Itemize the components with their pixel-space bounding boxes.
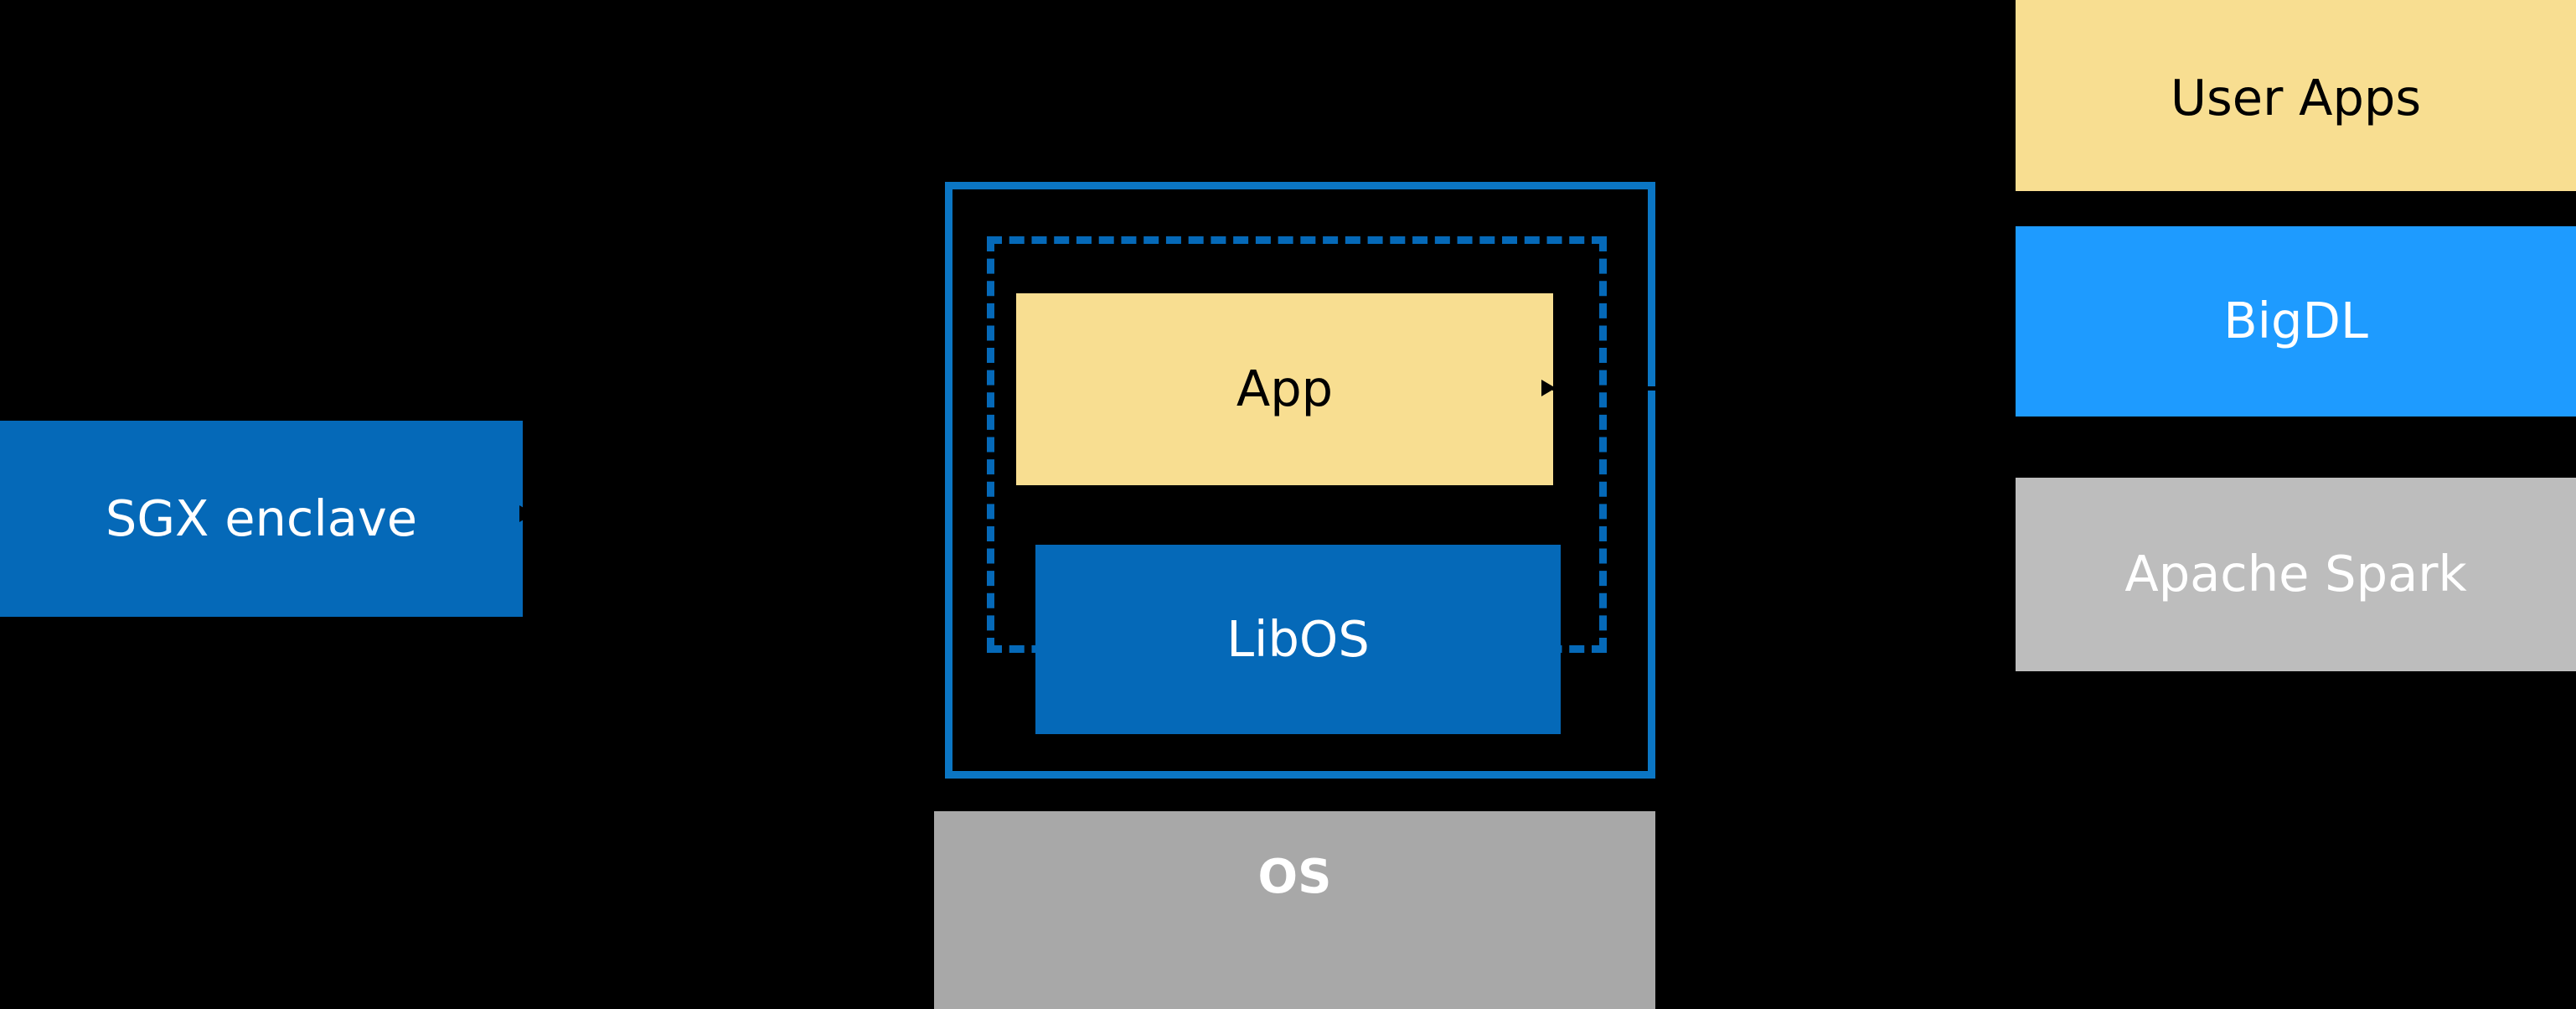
- app-connector-line: [1552, 386, 1703, 391]
- os-label: OS: [1257, 850, 1332, 904]
- os-box: OS: [934, 811, 1655, 1009]
- app-connector-arrowhead-icon: [1541, 380, 1556, 396]
- app-label: App: [1236, 360, 1334, 418]
- apache-spark-box: Apache Spark: [2016, 478, 2576, 671]
- sgx-enclave-label: SGX enclave: [105, 489, 418, 547]
- sgx-enclave-box: SGX enclave: [0, 421, 523, 617]
- sgx-connector-arrowhead-icon: [519, 505, 534, 522]
- sgx-connector-line: [523, 512, 732, 516]
- app-box: App: [1016, 293, 1553, 485]
- enclave-outer-frame: [945, 182, 1655, 779]
- user-apps-box: User Apps: [2016, 0, 2576, 191]
- bigdl-box: BigDL: [2016, 226, 2576, 417]
- bigdl-label: BigDL: [2223, 292, 2368, 350]
- libos-box: LibOS: [1035, 545, 1561, 734]
- libos-label: LibOS: [1226, 609, 1370, 668]
- apache-spark-label: Apache Spark: [2124, 545, 2467, 603]
- user-apps-label: User Apps: [2170, 69, 2422, 127]
